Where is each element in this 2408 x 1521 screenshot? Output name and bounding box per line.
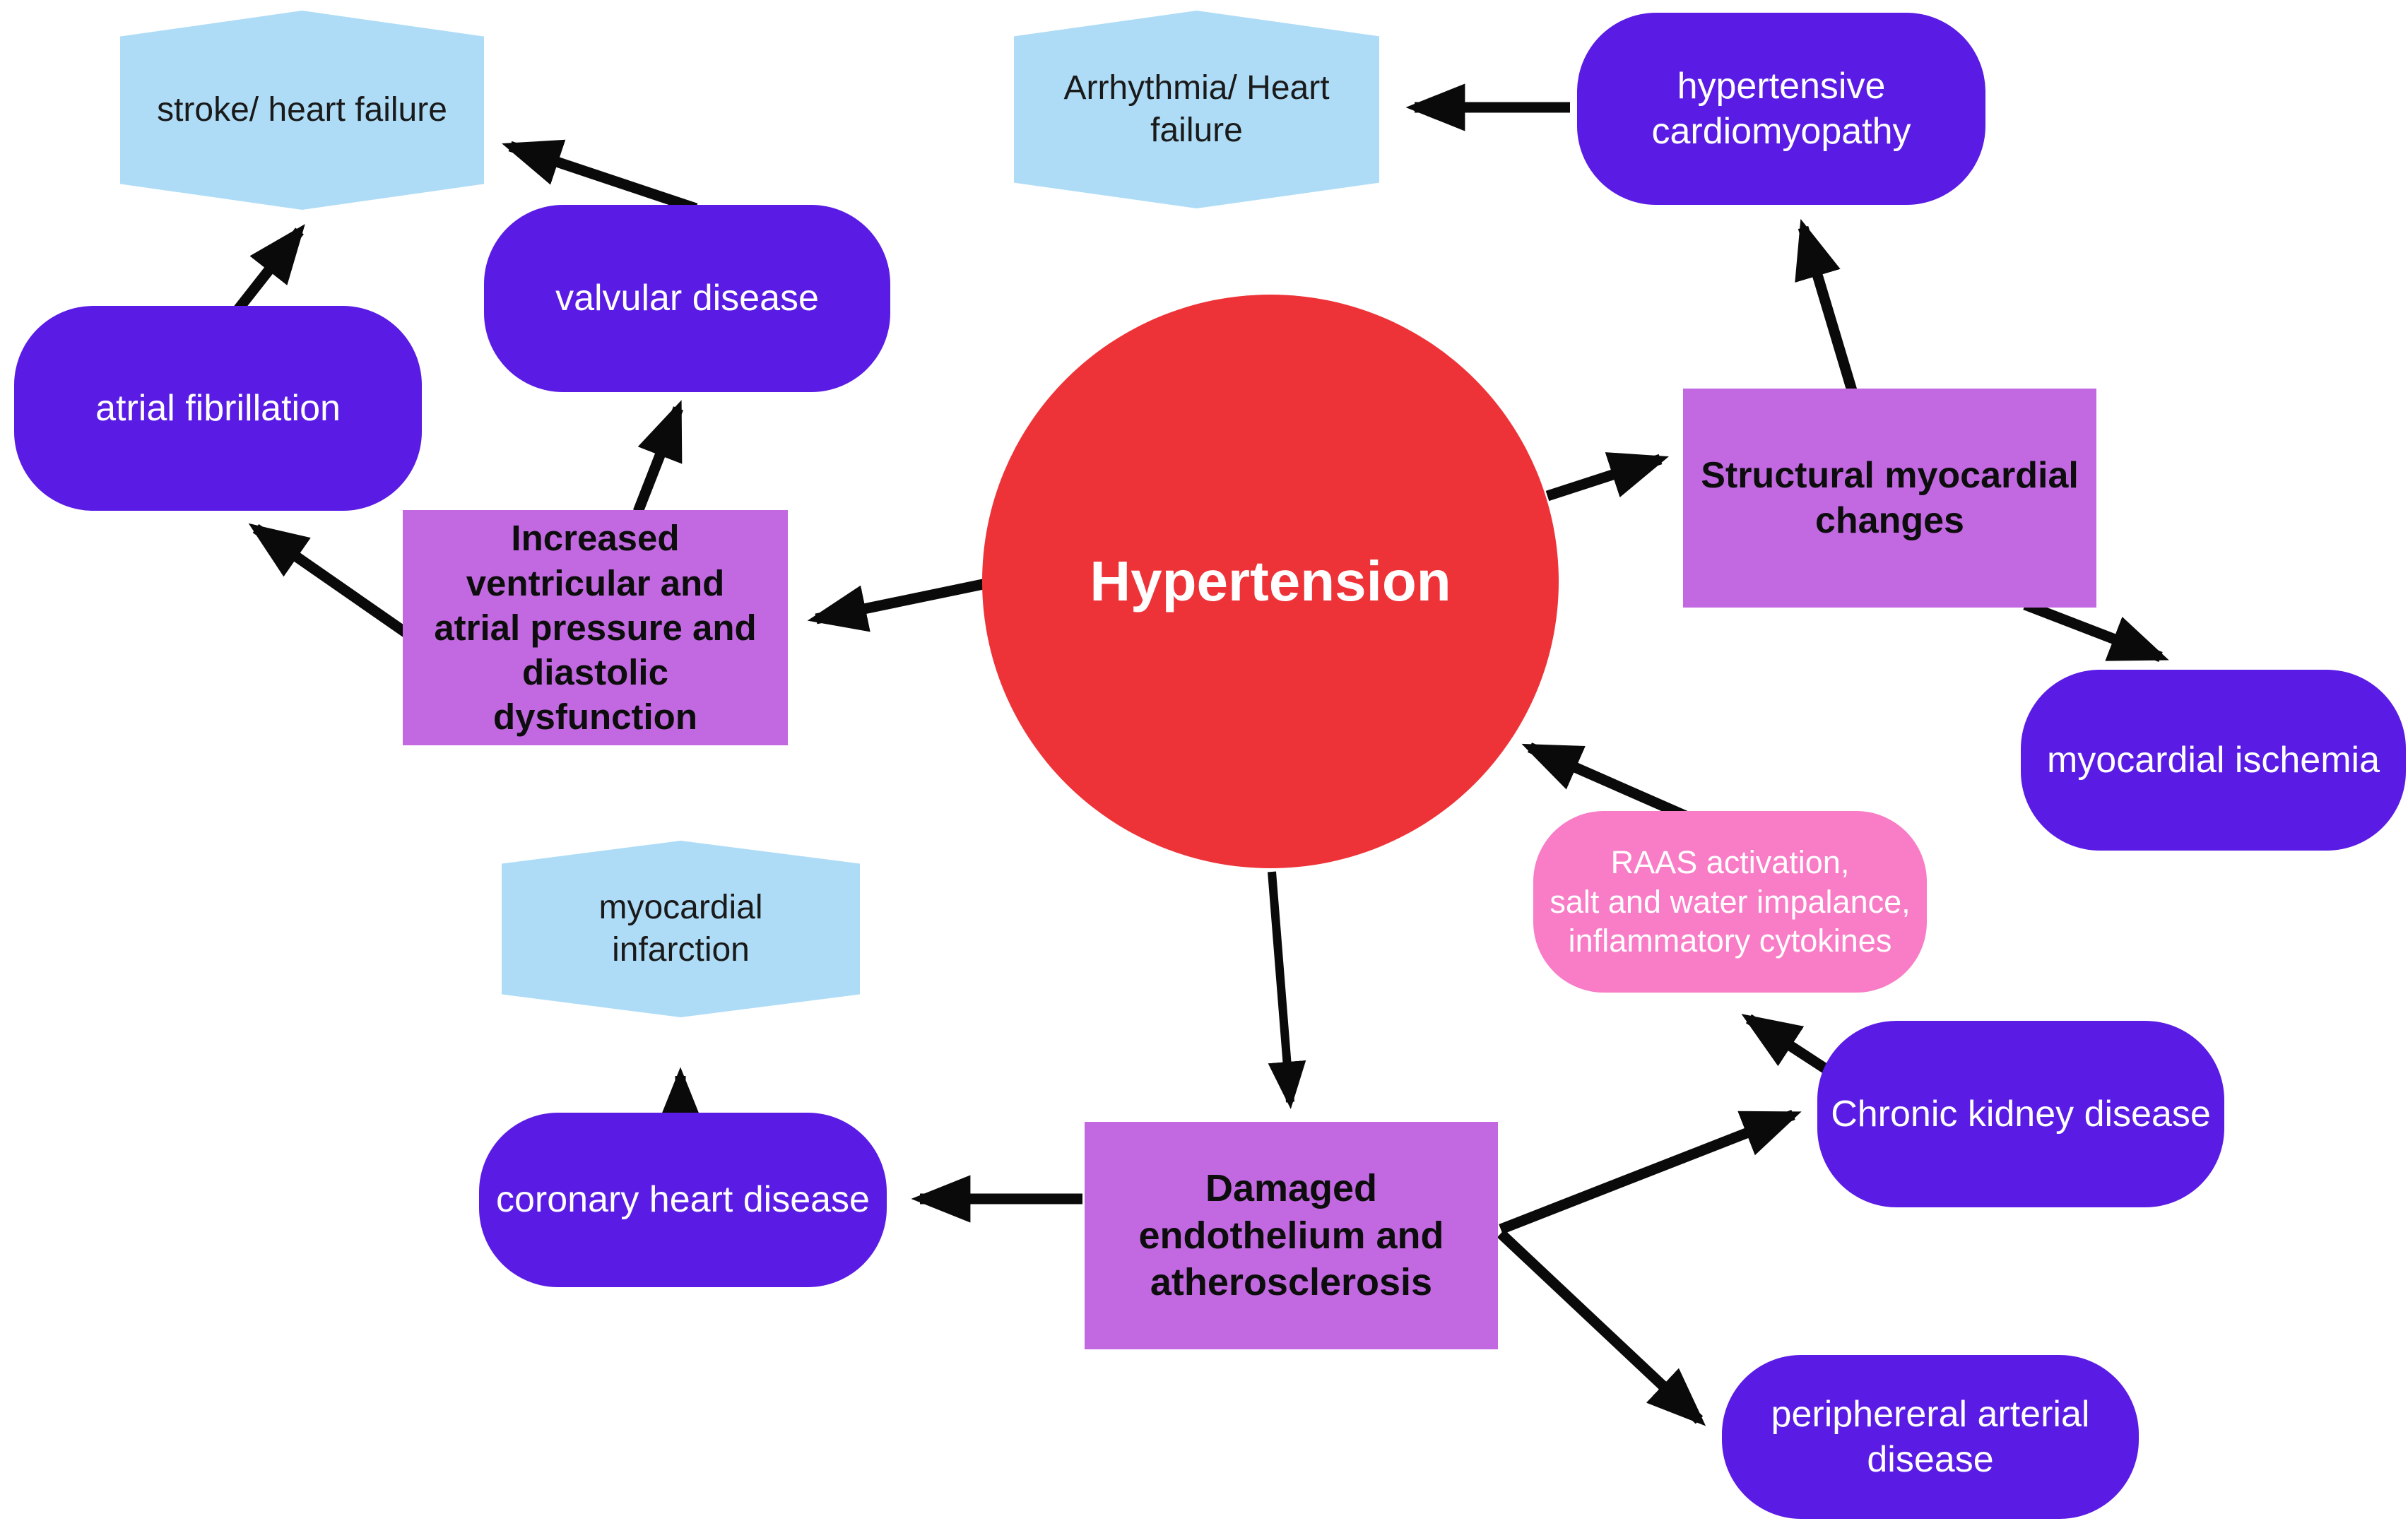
node-label-damaged-endothelium: Damaged endothelium and atherosclerosis [1138, 1166, 1444, 1304]
node-structural-myocardial-changes: Structural myocardial changes [1683, 389, 2096, 608]
node-valvular-disease: valvular disease [484, 205, 890, 392]
node-coronary-heart-disease: coronary heart disease [479, 1113, 887, 1287]
node-increased-pressure: Increased ventricular and atrial pressur… [403, 510, 788, 745]
node-label-myocardial-infarction: myocardial infarction [598, 889, 763, 969]
node-label-structural-myocardial-changes: Structural myocardial changes [1701, 454, 2079, 541]
node-label-arrhythmia-heart-failure: Arrhythmia/ Heart failure [1063, 69, 1330, 149]
arrow-increased-to-valvular [633, 400, 683, 514]
arrow-hypertension-to-structural [1545, 452, 1669, 502]
node-label-chronic-kidney-disease: Chronic kidney disease [1831, 1093, 2211, 1135]
node-label-myocardial-ischemia: myocardial ischemia [2046, 739, 2380, 781]
arrow-valvular-to-stroke [502, 139, 698, 214]
arrow-damaged-to-ckd [1499, 1110, 1802, 1234]
node-label-atrial-fibrillation: atrial fibrillation [95, 387, 341, 429]
node-label-hypertensive-cardiomyopathy: hypertensive cardiomyopathy [1651, 65, 1911, 152]
node-hypertensive-cardiomyopathy: hypertensive cardiomyopathy [1577, 13, 1985, 205]
node-label-increased-pressure: Increased ventricular and atrial pressur… [434, 518, 757, 738]
node-label-peripheral-arterial-disease: periphereral arterial disease [1771, 1393, 2090, 1480]
node-label-hypertension: Hypertension [1090, 550, 1451, 613]
node-raas-activation: RAAS activation, salt and water impalanc… [1533, 811, 1927, 993]
arrow-damaged-to-pad [1497, 1229, 1706, 1426]
node-chronic-kidney-disease: Chronic kidney disease [1817, 1021, 2224, 1207]
node-atrial-fibrillation: atrial fibrillation [14, 306, 422, 511]
arrow-structural-to-hypertensive [1795, 218, 1858, 395]
node-hypertension: Hypertension [982, 295, 1559, 868]
node-myocardial-ischemia: myocardial ischemia [2021, 670, 2406, 851]
node-damaged-endothelium: Damaged endothelium and atherosclerosis [1085, 1122, 1498, 1349]
node-label-coronary-heart-disease: coronary heart disease [496, 1179, 870, 1221]
node-peripheral-arterial-disease: periphereral arterial disease [1722, 1355, 2139, 1519]
node-label-valvular-disease: valvular disease [555, 278, 819, 319]
arrow-atrial-to-stroke [231, 224, 305, 316]
node-label-raas-activation: RAAS activation, salt and water impalanc… [1550, 844, 1911, 959]
arrow-structural-to-ischemia [2023, 600, 2169, 662]
node-label-stroke-heart-failure: stroke/ heart failure [157, 91, 447, 129]
node-myocardial-infarction: myocardial infarction [502, 841, 860, 1017]
node-arrhythmia-heart-failure: Arrhythmia/ Heart failure [1014, 11, 1379, 208]
arrow-hypertension-to-increased [807, 578, 988, 632]
node-stroke-heart-failure: stroke/ heart failure [120, 11, 484, 210]
arrow-hypertension-to-damaged [1268, 871, 1306, 1110]
arrow-increased-to-atrial [248, 523, 426, 649]
